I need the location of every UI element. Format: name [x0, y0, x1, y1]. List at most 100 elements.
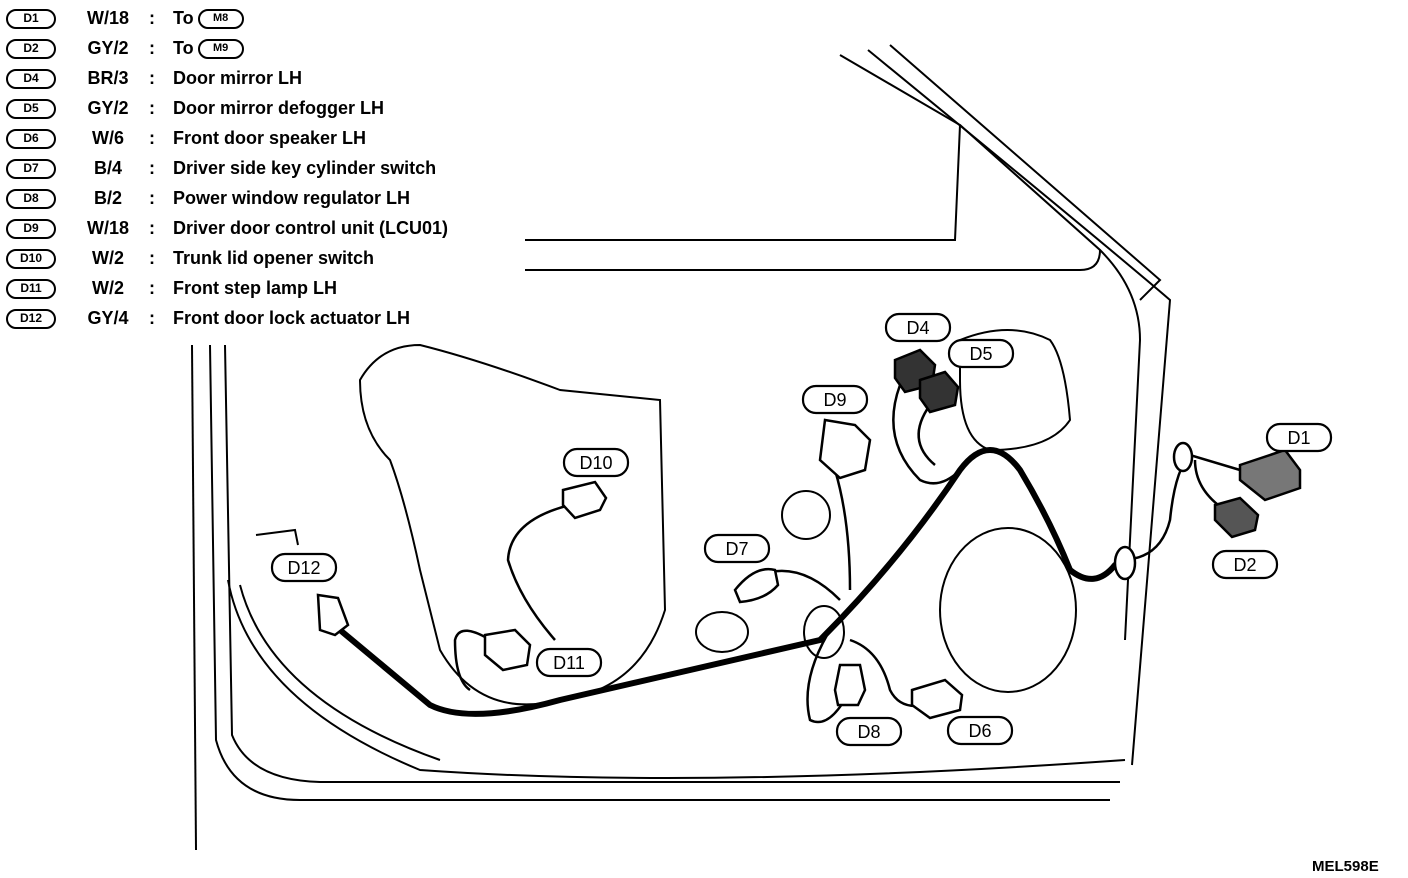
- legend-connector-badge: D10: [6, 249, 56, 269]
- window-frame-inner: [525, 54, 962, 241]
- legend-description-text: Power window regulator LH: [173, 188, 411, 208]
- legend-row: D7 B/4: Driver side key cylinder switch: [6, 156, 526, 180]
- callout-d7-box: [703, 533, 771, 564]
- legend-connector-badge: D6: [6, 129, 56, 149]
- callout-d10: D10: [579, 453, 612, 473]
- speaker-opening: [939, 527, 1077, 693]
- legend-connector-badge: D7: [6, 159, 56, 179]
- callout-d2-box: [1211, 549, 1279, 580]
- legend-description-text: Door mirror LH: [173, 68, 303, 88]
- branch-d5: [917, 404, 936, 466]
- branch-d8: [806, 629, 852, 724]
- legend-separator: :: [149, 8, 155, 28]
- legend-target-badge: M8: [197, 9, 244, 30]
- door-frame-sill: [227, 579, 1126, 779]
- window-frame-back: [1099, 249, 1142, 641]
- door-frame-inner-2: [224, 344, 1120, 783]
- service-hole-2: [695, 611, 749, 653]
- callout-d10-box: [562, 447, 630, 478]
- connector-d7: [733, 567, 780, 604]
- door-frame-outer: [191, 344, 197, 851]
- legend-wire-color: W/2: [91, 248, 124, 268]
- legend-description-text: Front door lock actuator LH: [173, 308, 411, 328]
- legend-connector-badge: D1: [6, 9, 56, 29]
- service-hole-3: [803, 605, 845, 659]
- door-frame-sill-2: [239, 584, 441, 761]
- grommet-2: [1172, 441, 1194, 473]
- legend-row: D5 GY/2: Door mirror defogger LH: [6, 96, 526, 120]
- legend-description-text: Door mirror defogger LH: [173, 98, 385, 118]
- legend-separator: :: [149, 68, 155, 88]
- legend-description: Door mirror LH: [173, 68, 302, 89]
- legend-description: Driver door control unit (LCU01): [173, 218, 448, 239]
- legend-wire-color: W/2: [91, 278, 124, 298]
- branch-d10: [506, 503, 571, 641]
- legend-separator: :: [149, 158, 155, 178]
- legend-target-badge: M9: [197, 39, 244, 60]
- callout-d5: D5: [969, 344, 992, 364]
- callout-d8: D8: [857, 722, 880, 742]
- callout-d8-box: [835, 716, 903, 747]
- legend-separator: :: [149, 38, 155, 58]
- legend-wire-color: W/18: [86, 8, 129, 28]
- legend-description-text: To: [173, 38, 194, 58]
- legend-wire-color: W/18: [86, 218, 129, 238]
- mirror-cutout: [959, 329, 1072, 452]
- callout-d5-box: [947, 338, 1015, 369]
- legend-connector-badge: D8: [6, 189, 56, 209]
- callout-d2: D2: [1233, 555, 1256, 575]
- legend-separator: :: [149, 308, 155, 328]
- callout-d9: D9: [823, 390, 846, 410]
- legend-connector-badge: D5: [6, 99, 56, 119]
- legend-separator: :: [149, 128, 155, 148]
- legend-separator: :: [149, 98, 155, 118]
- figure-code: MEL598E: [1312, 858, 1379, 875]
- connector-d9: [818, 418, 872, 480]
- legend-description-text: Front step lamp LH: [173, 278, 338, 298]
- legend-connector-badge: D9: [6, 219, 56, 239]
- legend-description: Front step lamp LH: [173, 278, 337, 299]
- callout-d11-box: [535, 647, 603, 678]
- legend-separator: :: [149, 278, 155, 298]
- legend-wire-color: B/4: [93, 158, 122, 178]
- legend-description: Door mirror defogger LH: [173, 98, 384, 119]
- legend-wire-color: GY/2: [87, 98, 129, 118]
- callout-d1-box: [1265, 422, 1333, 453]
- legend-description: Power window regulator LH: [173, 188, 410, 209]
- legend-description: Driver side key cylinder switch: [173, 158, 436, 179]
- latch-tab: [255, 528, 299, 546]
- connector-d6: [910, 678, 964, 720]
- connector-d11: [483, 628, 532, 672]
- callout-d4: D4: [906, 318, 929, 338]
- legend-description-text: Front door speaker LH: [173, 128, 367, 148]
- legend-wire-color: GY/2: [87, 38, 129, 58]
- legend-description: Trunk lid opener switch: [173, 248, 374, 269]
- connector-d8: [833, 663, 867, 707]
- callout-d12: D12: [287, 558, 320, 578]
- branch-d11: [453, 629, 496, 692]
- connector-d1: [1238, 448, 1302, 502]
- legend-wire-color: B/2: [93, 188, 122, 208]
- legend-connector-badge: D12: [6, 309, 56, 329]
- callout-d7: D7: [725, 539, 748, 559]
- legend-connector-badge: D2: [6, 39, 56, 59]
- legend-wire-color: BR/3: [87, 68, 129, 88]
- service-hole-1: [781, 490, 831, 540]
- legend-separator: :: [149, 218, 155, 238]
- callout-d12-box: [270, 552, 338, 583]
- legend-row: D9 W/18: Driver door control unit (LCU01): [6, 216, 526, 240]
- callout-d6-box: [946, 715, 1014, 746]
- main-harness: [337, 447, 1118, 717]
- legend-description-text: Driver door control unit (LCU01): [173, 218, 449, 238]
- connector-d5: [918, 370, 960, 414]
- connector-d12: [316, 593, 350, 637]
